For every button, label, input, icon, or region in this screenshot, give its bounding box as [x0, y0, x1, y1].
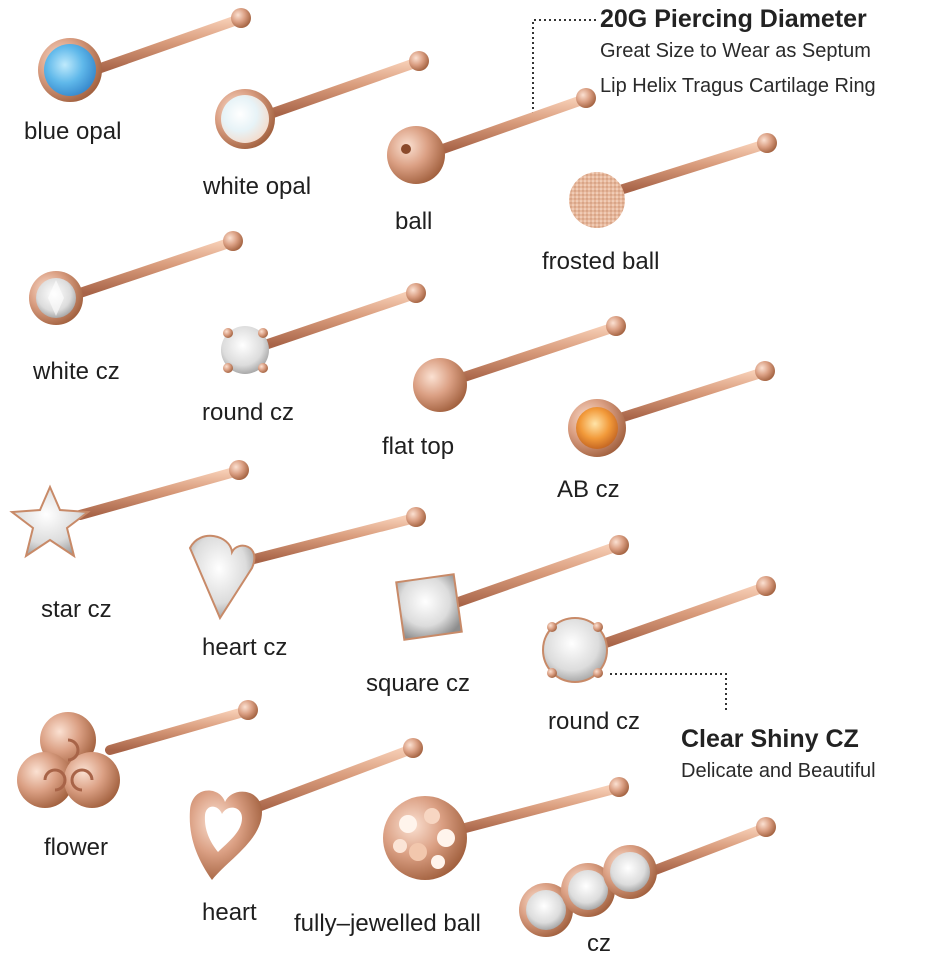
label-round-cz-2: round cz: [548, 708, 641, 735]
jewelled-ball-stud: [383, 777, 629, 880]
label-white-cz: white cz: [33, 358, 120, 385]
label-cz: cz: [587, 930, 611, 957]
round-cz-stud: [221, 283, 426, 374]
label-ball: ball: [395, 208, 433, 235]
label-flower: flower: [44, 834, 109, 861]
flower-stud: [17, 700, 258, 808]
white-opal-stud: [215, 51, 429, 149]
callout-leader-middle: [610, 673, 727, 712]
label-frosted-ball: frosted ball: [542, 248, 660, 275]
heart-stud: [189, 738, 423, 880]
callout-top-title: 20G Piercing Diameter: [600, 5, 867, 33]
callout-top-line2: Lip Helix Tragus Cartilage Ring: [600, 75, 876, 97]
label-white-opal: white opal: [203, 173, 312, 200]
label-blue-opal: blue opal: [24, 118, 122, 145]
label-ab-cz: AB cz: [557, 476, 620, 503]
star-cz-stud: [9, 460, 249, 559]
blue-opal-stud: [38, 8, 251, 102]
callout-leader-top: [532, 19, 596, 120]
label-fully-jewelled-ball: fully–jewelled ball: [294, 910, 481, 937]
label-square-cz: square cz: [366, 670, 471, 697]
heart-cz-stud: [188, 507, 426, 621]
frosted-ball-stud: [569, 133, 777, 228]
triple-cz-stud: [519, 817, 776, 937]
label-flat-top: flat top: [382, 433, 455, 460]
white-cz-stud: [29, 231, 243, 325]
callout-top-line1: Great Size to Wear as Septum: [600, 40, 871, 62]
label-heart: heart: [202, 899, 257, 926]
callout-middle-line1: Delicate and Beautiful: [681, 760, 876, 782]
ab-cz-stud: [568, 361, 775, 457]
label-round-cz: round cz: [202, 399, 295, 426]
callout-middle-title: Clear Shiny CZ: [681, 725, 859, 753]
round-cz-prong-stud: [542, 576, 776, 683]
square-cz-stud: [395, 535, 629, 641]
flat-top-stud: [413, 316, 626, 412]
ball-stud: [387, 88, 596, 184]
label-heart-cz: heart cz: [202, 634, 288, 661]
label-star-cz: star cz: [41, 596, 112, 623]
